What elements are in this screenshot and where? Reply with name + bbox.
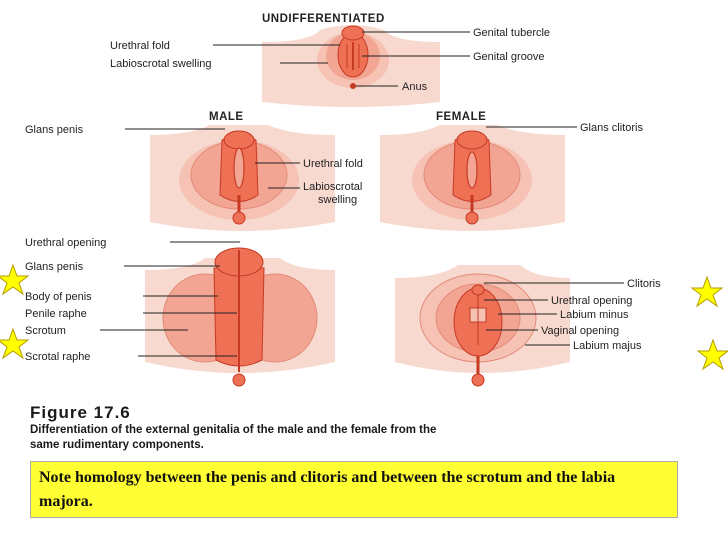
male-middle-drawing <box>150 125 335 231</box>
label-urethral-opening-female: Urethral opening <box>551 295 632 307</box>
female-middle-drawing <box>380 125 565 231</box>
label-glans-clitoris: Glans clitoris <box>580 122 643 134</box>
male-bottom-drawing <box>145 247 335 387</box>
header-undifferentiated: UNDIFFERENTIATED <box>262 13 385 25</box>
undifferentiated-drawing <box>262 25 440 107</box>
label-labioscrotal-mid-2: swelling <box>318 194 357 206</box>
label-genital-tubercle: Genital tubercle <box>473 27 550 39</box>
star-icon-left-lower <box>0 327 30 360</box>
label-urethral-fold-mid: Urethral fold <box>303 158 363 170</box>
label-scrotum: Scrotum <box>25 325 66 337</box>
figure-caption-line-1: Differentiation of the external genitali… <box>30 424 437 436</box>
middle-leaders <box>125 126 577 189</box>
label-body-of-penis: Body of penis <box>25 291 92 303</box>
header-female: FEMALE <box>436 111 486 123</box>
figure-caption: Figure 17.6 Differentiation of the exter… <box>30 403 710 453</box>
label-glans-penis-mid: Glans penis <box>25 124 84 136</box>
label-urethral-fold-top: Urethral fold <box>110 40 170 52</box>
label-anus: Anus <box>402 81 428 93</box>
label-labioscrotal-swelling-top: Labioscrotal swelling <box>110 58 212 70</box>
homology-note: Note homology between the penis and clit… <box>30 461 678 518</box>
label-scrotal-raphe: Scrotal raphe <box>25 351 90 363</box>
figure-title: Figure 17.6 <box>30 403 131 422</box>
header-male: MALE <box>209 111 244 123</box>
label-penile-raphe: Penile raphe <box>25 308 87 320</box>
female-bottom-drawing <box>395 265 570 387</box>
undifferentiated-leaders <box>213 31 470 87</box>
figure-caption-line-2: same rudimentary components. <box>30 439 204 451</box>
label-genital-groove: Genital groove <box>473 51 545 63</box>
label-labium-minus: Labium minus <box>560 309 629 321</box>
male-bottom-leaders <box>100 241 240 357</box>
label-glans-penis-bottom: Glans penis <box>25 261 84 273</box>
label-urethral-opening-male: Urethral opening <box>25 237 106 249</box>
female-bottom-leaders <box>484 282 624 346</box>
label-labium-majus: Labium majus <box>573 340 642 352</box>
star-icon-left-upper <box>0 263 30 296</box>
star-icon-right-upper <box>690 275 724 308</box>
label-labioscrotal-mid-1: Labioscrotal <box>303 181 362 193</box>
label-clitoris: Clitoris <box>627 278 661 290</box>
star-icon-right-lower <box>696 338 728 371</box>
label-vaginal-opening: Vaginal opening <box>541 325 619 337</box>
